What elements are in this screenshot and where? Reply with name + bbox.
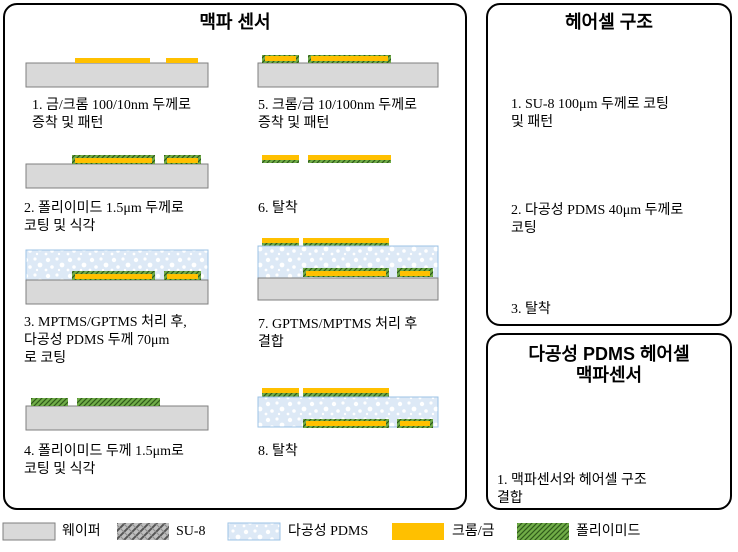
gold-layer: [75, 158, 152, 163]
gold-layer: [262, 155, 299, 160]
pulse-sensor-title: 맥파 센서: [199, 12, 271, 32]
combined-title-line2: 맥파센서: [575, 365, 643, 385]
step4-illustration: [25, 398, 209, 431]
pulse-step-4: 4. 폴리이미드 두께 1.5μm로 코팅 및 식각: [24, 444, 184, 477]
legend-label-su8: SU-8: [176, 524, 206, 539]
hair-step-3: 3. 탈착: [511, 302, 551, 317]
legend-swatches: [2, 522, 569, 541]
pulse-step-5: 5. 크롬/금 10/100nm 두께로 증착 및 패턴: [258, 98, 417, 131]
combined-title-line1: 다공성 PDMS 헤어셀: [528, 344, 690, 364]
step8-illustration: [257, 388, 439, 428]
wafer: [25, 279, 209, 305]
legend-label-wafer: 웨이퍼: [62, 524, 101, 539]
wafer: [257, 277, 439, 301]
pulse-step-3: 3. MPTMS/GPTMS 처리 후, 다공성 PDMS 두께 70μm 로 …: [24, 315, 187, 366]
gold-layer: [167, 158, 198, 163]
legend-label-polyimide: 폴리이미드: [576, 524, 641, 539]
pulse-step-7: 7. GPTMS/MPTMS 처리 후 결합: [258, 317, 418, 350]
combined-step-1: 1. 맥파센서와 헤어셀 구조 결합: [497, 473, 647, 506]
gold-layer: [308, 155, 391, 160]
pulse-step-6: 6. 탈착: [258, 201, 298, 216]
pulse-step-2: 2. 폴리이미드 1.5μm 두께로 코팅 및 식각: [24, 201, 184, 234]
wafer: [257, 62, 439, 88]
wafer: [25, 405, 209, 431]
wafer: [25, 62, 209, 88]
step3-illustration: [25, 249, 209, 305]
gold-layer: [167, 274, 198, 279]
legend-label-pdms: 다공성 PDMS: [288, 524, 369, 539]
step6-illustration: [262, 155, 391, 163]
legend-swatch-polyimide: [517, 523, 569, 540]
pulse-step-1: 1. 금/크롬 100/10nm 두께로 증착 및 패턴: [32, 98, 191, 131]
pulse-step-8: 8. 탈착: [258, 444, 298, 459]
wafer: [25, 163, 209, 189]
combined-panel: 다공성 PDMS 헤어셀 맥파센서: [486, 333, 732, 510]
gold-layer: [303, 238, 389, 243]
hair-step-2: 2. 다공성 PDMS 40μm 두께로 코팅: [511, 203, 684, 236]
step7-illustration: [257, 238, 439, 301]
gold-layer: [306, 271, 386, 276]
legend-swatch-su8: [117, 523, 169, 540]
gold-layer: [265, 56, 296, 61]
gold-layer: [166, 58, 198, 63]
gold-layer: [75, 58, 150, 63]
step1-illustration: [25, 58, 209, 88]
gold-layer: [400, 421, 430, 426]
step5-illustration: [257, 55, 439, 88]
polyimide-layer: [77, 398, 160, 406]
legend-swatch-wafer: [2, 522, 56, 541]
step2-illustration: [25, 155, 209, 189]
legend-label-gold: 크롬/금: [452, 524, 495, 539]
gold-layer: [75, 274, 152, 279]
legend-swatch-pdms: [227, 522, 281, 541]
gold-layer: [400, 271, 430, 276]
polyimide-layer: [31, 398, 68, 406]
gold-layer: [262, 238, 299, 243]
hair-step-1: 1. SU-8 100μm 두께로 코팅 및 패턴: [511, 97, 669, 130]
gold-layer: [306, 421, 386, 426]
hair-cell-panel: 헤어셀 구조: [486, 3, 732, 326]
legend-swatch-gold: [392, 523, 444, 540]
gold-layer: [311, 56, 388, 61]
hair-cell-title: 헤어셀 구조: [565, 12, 653, 32]
gold-layer: [303, 388, 389, 393]
gold-layer: [262, 388, 299, 393]
